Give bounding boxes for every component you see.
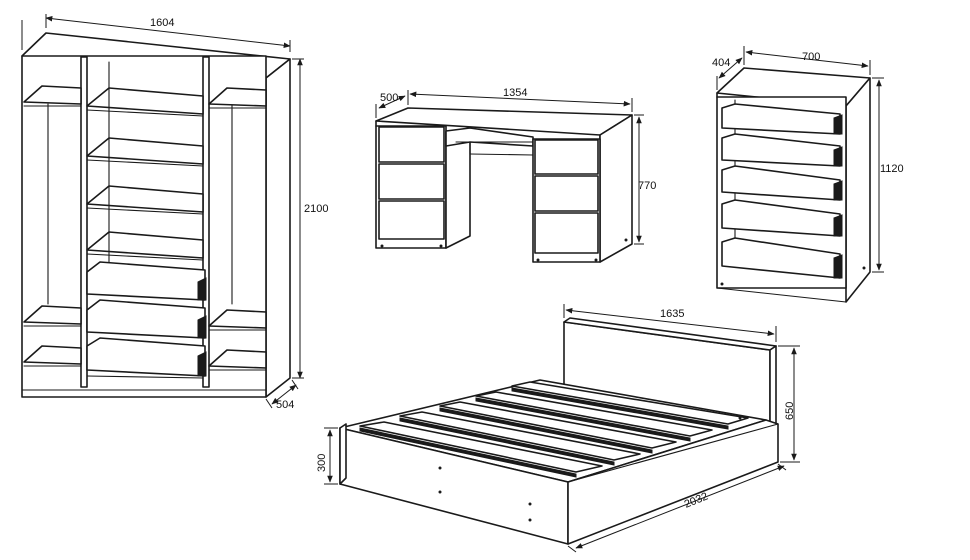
wardrobe-height-label: 2100	[304, 203, 328, 215]
dresser-drawing: 404 700 1120	[712, 46, 904, 303]
wardrobe-depth-label: 504	[276, 399, 294, 411]
dresser-depth-label: 404	[712, 57, 730, 69]
desk-drawing: 500 1354 770	[375, 87, 656, 263]
dresser-width-label: 700	[802, 51, 820, 63]
desk-depth-label: 500	[380, 92, 398, 104]
bed-width-label: 1635	[660, 308, 684, 320]
bed-side-label: 300	[316, 454, 328, 472]
desk-width-label: 1354	[503, 87, 527, 99]
bed-headboard-label: 650	[784, 402, 796, 420]
wardrobe-width-label: 1604	[150, 17, 174, 29]
bed-drawing: 1635 650 300 2032	[316, 304, 800, 553]
dresser-height-label: 1120	[880, 163, 904, 175]
desk-height-label: 770	[638, 180, 656, 192]
wardrobe-drawing: 1604 2100 504	[21, 14, 328, 411]
